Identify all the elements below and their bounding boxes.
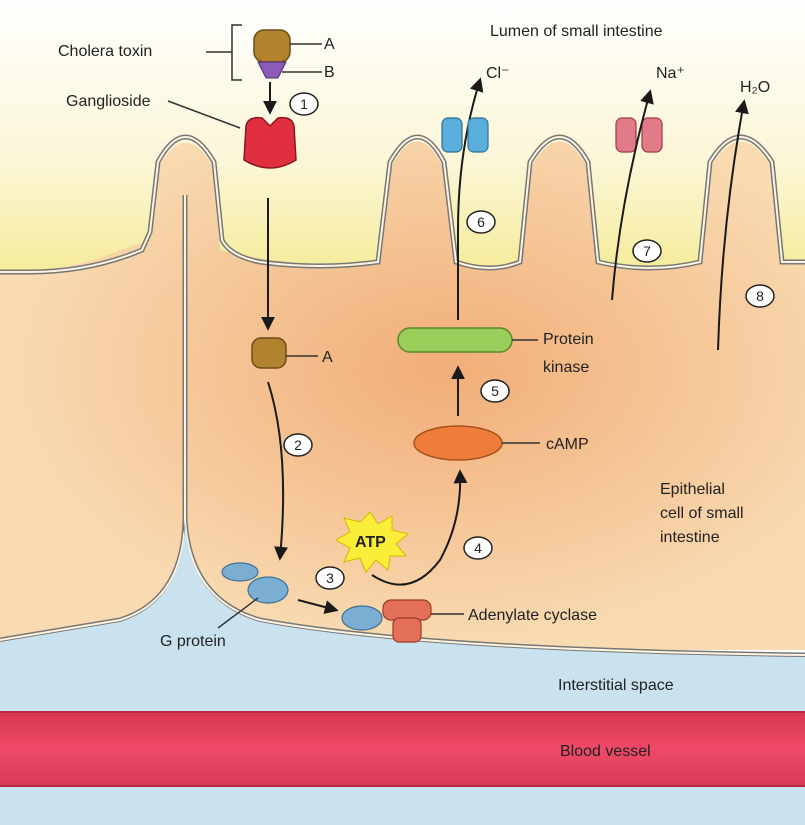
sodium-label: Na⁺: [656, 65, 685, 82]
interstitial-space-label: Interstitial space: [558, 677, 674, 694]
ganglioside-label: Ganglioside: [66, 93, 151, 110]
protein-kinase-label-1: Protein: [543, 331, 594, 348]
svg-text:4: 4: [474, 540, 482, 556]
step-7-marker: 7: [633, 240, 661, 262]
svg-text:5: 5: [491, 383, 499, 399]
lower-interstitial: [0, 786, 805, 825]
epithelial-label-2: cell of small: [660, 505, 744, 522]
blood-vessel-region: [0, 712, 805, 786]
ganglioside-icon: [244, 118, 296, 168]
camp-label: cAMP: [546, 436, 589, 453]
chloride-label: Cl⁻: [486, 65, 510, 82]
camp-icon: [414, 426, 502, 460]
protein-kinase-icon: [398, 328, 512, 352]
atp-label: ATP: [355, 534, 386, 551]
svg-text:8: 8: [756, 288, 764, 304]
adenylate-cyclase-label: Adenylate cyclase: [468, 607, 597, 624]
g-protein-label: G protein: [160, 633, 226, 650]
step-4-marker: 4: [464, 537, 492, 559]
step-1-marker: 1: [290, 93, 318, 115]
a-subunit-icon: [252, 338, 286, 368]
water-label: H₂O: [740, 79, 770, 96]
cholera-toxin-label: Cholera toxin: [58, 43, 152, 60]
lumen-label: Lumen of small intestine: [490, 23, 663, 40]
step-2-marker: 2: [284, 434, 312, 456]
step-3-marker: 3: [316, 567, 344, 589]
svg-text:2: 2: [294, 437, 302, 453]
svg-text:3: 3: [326, 570, 334, 586]
subunit-a-label: A: [324, 36, 335, 53]
step-5-marker: 5: [481, 380, 509, 402]
svg-text:1: 1: [300, 96, 308, 112]
epithelial-label-1: Epithelial: [660, 481, 725, 498]
svg-text:6: 6: [477, 214, 485, 230]
blood-vessel-label: Blood vessel: [560, 743, 651, 760]
subunit-b-label: B: [324, 64, 335, 81]
step-8-marker: 8: [746, 285, 774, 307]
svg-text:7: 7: [643, 243, 651, 259]
epithelial-label-3: intestine: [660, 529, 720, 546]
step-6-marker: 6: [467, 211, 495, 233]
active-g-protein-icon: [342, 606, 382, 630]
a-subunit-label: A: [322, 349, 333, 366]
protein-kinase-label-2: kinase: [543, 359, 589, 376]
